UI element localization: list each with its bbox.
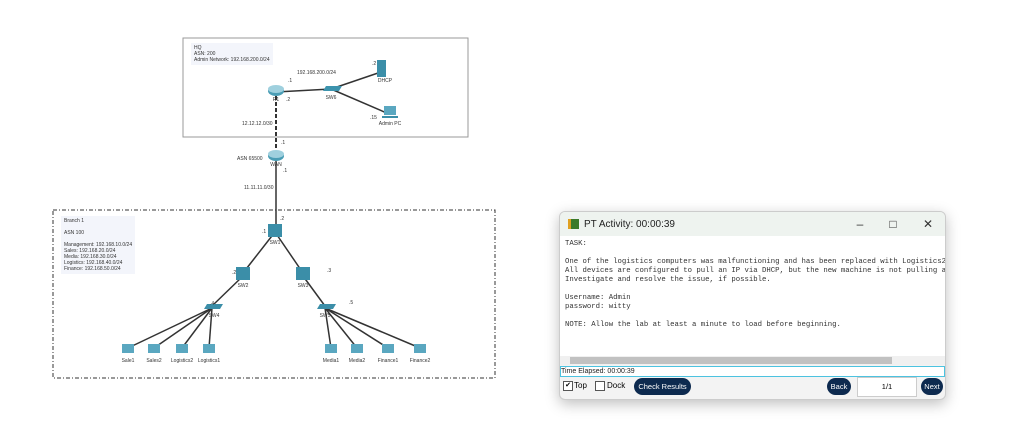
switch-icon bbox=[296, 267, 310, 280]
pc-label: Logistics2 bbox=[170, 358, 194, 364]
top-label: Top bbox=[574, 381, 587, 390]
pc-icon bbox=[382, 106, 398, 118]
switch-icon bbox=[268, 224, 282, 237]
ip-label: .4 bbox=[210, 301, 215, 307]
sw6-label: SW6 bbox=[325, 95, 337, 101]
hq-subnet-label: 192.168.200.0/24 bbox=[297, 70, 336, 76]
wan-label: WAN bbox=[270, 162, 282, 168]
ip-label: .1 bbox=[288, 78, 293, 84]
pc-label: Sales2 bbox=[146, 358, 162, 364]
back-button[interactable]: Back bbox=[827, 378, 851, 395]
hq-note: HQ ASN: 200 Admin Network: 192.168.200.0… bbox=[191, 43, 273, 65]
switch-icon bbox=[323, 86, 342, 91]
ip-label: .5 bbox=[349, 300, 354, 306]
pc-icon bbox=[351, 344, 363, 353]
pc-icon bbox=[148, 344, 160, 353]
hq-wan-link-label: 12.12.12.0/30 bbox=[242, 121, 273, 127]
ip-label: .15 bbox=[370, 115, 377, 121]
switch-icon bbox=[317, 304, 336, 309]
window-title: PT Activity: 00:00:39 bbox=[584, 218, 675, 230]
pc-label: Media1 bbox=[322, 358, 340, 364]
pt-app-icon bbox=[568, 219, 579, 229]
sw3-label: SW3 bbox=[297, 283, 309, 289]
minimize-button[interactable]: – bbox=[856, 217, 864, 231]
check-results-button[interactable]: Check Results bbox=[634, 378, 691, 395]
close-button[interactable]: ✕ bbox=[922, 217, 934, 231]
pc-label: Media2 bbox=[348, 358, 366, 364]
ip-label: .1 bbox=[262, 229, 267, 235]
pc-icon bbox=[122, 344, 134, 353]
sw1-label: SW1 bbox=[269, 240, 281, 246]
ip-label: .2 bbox=[286, 97, 291, 103]
wan-asn-label: ASN 65500 bbox=[237, 156, 263, 162]
pc-icon bbox=[382, 344, 394, 353]
pt-activity-window: PT Activity: 00:00:39 – □ ✕ TASK: One of… bbox=[559, 211, 946, 400]
ip-label: .1 bbox=[281, 140, 286, 146]
pc-icon bbox=[325, 344, 337, 353]
top-checkbox[interactable]: ✔ bbox=[563, 381, 573, 391]
dock-checkbox[interactable] bbox=[595, 381, 605, 391]
pc-icon bbox=[176, 344, 188, 353]
horizontal-scrollbar[interactable] bbox=[560, 356, 945, 365]
ip-label: .2 bbox=[232, 270, 237, 276]
ip-label: .2 bbox=[280, 216, 285, 222]
branch-note: Branch 1 ASN 100 Management: 192.168.10.… bbox=[61, 216, 136, 274]
branch-area bbox=[52, 209, 496, 379]
next-button[interactable]: Next bbox=[921, 378, 943, 395]
r1-label: R1 bbox=[272, 97, 280, 103]
admin-pc-label: Admin PC bbox=[378, 121, 402, 127]
switch-icon bbox=[204, 304, 223, 309]
switch-icon bbox=[236, 267, 250, 280]
scrollbar-thumb[interactable] bbox=[570, 357, 892, 364]
sw2-label: SW2 bbox=[237, 283, 249, 289]
ip-label: .3 bbox=[327, 268, 332, 274]
hq-area bbox=[182, 37, 469, 138]
pc-label: Finance1 bbox=[377, 358, 399, 364]
maximize-button[interactable]: □ bbox=[889, 217, 897, 231]
dhcp-label: DHCP bbox=[377, 78, 393, 84]
time-elapsed: Time Elapsed: 00:00:39 bbox=[560, 366, 945, 377]
router-icon bbox=[268, 150, 284, 161]
title-bar[interactable]: PT Activity: 00:00:39 bbox=[560, 212, 945, 236]
ip-label: .2 bbox=[372, 61, 377, 67]
pc-label: Logistics1 bbox=[197, 358, 221, 364]
ip-label: .1 bbox=[283, 168, 288, 174]
dock-label: Dock bbox=[607, 381, 626, 390]
router-icon bbox=[268, 85, 284, 96]
pc-icon bbox=[414, 344, 426, 353]
task-text: TASK: One of the logistics computers was… bbox=[560, 236, 945, 356]
server-icon bbox=[377, 60, 386, 77]
sw5-label: SW5 bbox=[319, 313, 331, 319]
pc-label: Finance2 bbox=[409, 358, 431, 364]
pc-icon bbox=[203, 344, 215, 353]
sw4-label: SW4 bbox=[208, 313, 220, 319]
branch-wan-link-label: 11.11.11.0/30 bbox=[244, 185, 274, 191]
page-indicator[interactable]: 1/1 bbox=[857, 377, 917, 397]
pc-label: Sale1 bbox=[121, 358, 135, 364]
